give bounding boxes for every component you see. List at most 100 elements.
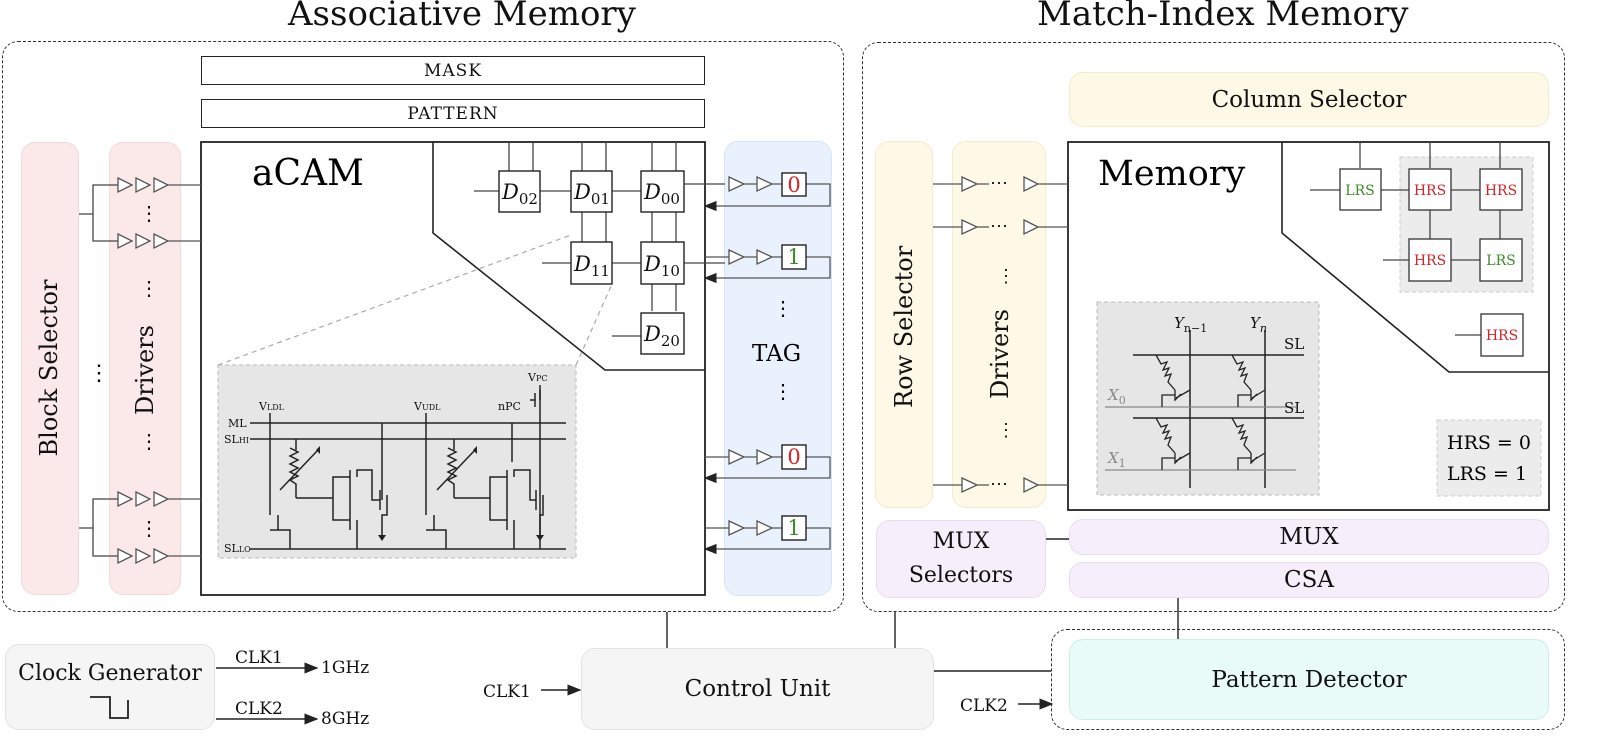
svg-text:⋯: ⋯ [990,216,1008,237]
clock-generator-label: Clock Generator [18,661,202,686]
svg-text:⋮: ⋮ [139,429,159,453]
y2-label: Yn [1250,314,1267,335]
cell-d11 [570,241,613,285]
memory-cell-5: LRS [1486,253,1515,269]
cell-d11-label: D11 [573,252,610,280]
clk1-label: CLK1 [235,648,283,668]
memory-cell-4: HRS [1414,253,1446,269]
driver-row-2 [117,232,201,250]
crossbar-x-lines [1105,406,1296,471]
svg-text:⋮: ⋮ [997,266,1015,287]
sl-label-1: SL [1284,335,1304,353]
tag-rows [705,175,831,549]
match-index-memory-title: Match-Index Memory [1037,0,1409,34]
associative-memory-block [2,41,844,612]
svg-text:⋮: ⋮ [139,516,159,540]
clk2-label: CLK2 [235,699,283,719]
cell-d20-label: D20 [643,322,680,350]
vpc-label: VPC [527,371,547,384]
acam-circuit [250,385,566,550]
driver-row-4 [117,547,201,565]
cell-d02 [498,170,541,213]
tag-row-1 [705,175,831,206]
driver-row-1 [117,176,201,194]
tag-label: TAG [752,341,801,367]
circuit-ground-arrows [316,446,544,541]
driver-dots: ⋮ ⋮ ⋮ ⋮ [139,201,159,540]
column-selector: Column Selector [1069,72,1549,127]
mim-driver-row-2 [933,218,1068,236]
acam-drivers [109,142,181,595]
tag-bit-4: 1 [787,516,800,540]
crossbar-devices [1155,354,1266,470]
control-unit: Control Unit [581,648,934,730]
circuit-labels: VLDL VUDL VPC nPC ML SLHI SLLO [224,371,547,555]
pattern-detector-label: Pattern Detector [1211,666,1407,693]
mux-selectors-line1: MUX [932,529,990,554]
mux-selectors-line2: Selectors [908,563,1014,588]
acam-title: aCAM [252,153,364,194]
acam-cells [498,170,685,355]
memory-zoom-cut [1281,142,1549,373]
svg-text:⋮: ⋮ [139,276,159,300]
cell-d10 [640,241,685,285]
mux-selectors: MUX Selectors [876,520,1046,598]
match-index-memory-block [862,42,1565,612]
x1-label: X1 [1107,449,1126,470]
tag-bit-boxes [781,172,807,541]
mim-drivers [952,141,1046,508]
column-selector-label: Column Selector [1211,86,1407,113]
associative-memory-title: Associative Memory [288,0,636,34]
svg-text:⋮: ⋮ [139,201,159,225]
mim-driver-row-1 [933,175,1068,193]
clk2-input-label: CLK2 [960,696,1008,716]
cell-d10-label: D10 [643,252,680,280]
interconnects [666,538,1179,672]
tag-bits: 0 1 0 1 [787,173,800,540]
control-unit-label: Control Unit [684,676,831,702]
memory-cell-2: HRS [1414,183,1446,199]
mask-register: MASK [201,56,705,85]
cell-d00 [640,170,685,213]
acam-circuit-inset [217,364,577,559]
tag-column [724,141,832,596]
clk1-input-label: CLK1 [483,682,531,702]
memory-cells [1339,168,1524,357]
pattern-detector-block [1051,629,1565,730]
tag-row-2 [705,248,831,278]
csa-label: CSA [1284,567,1334,593]
slhi-label: SLHI [224,433,249,446]
mim-driver-row-3 [933,476,1068,494]
acam-driver-rows [117,176,201,565]
acam-cell-labels: D02 D01 D00 D11 D10 D20 [501,180,680,350]
legend-hrs: HRS = 0 [1447,432,1531,454]
clock-labels: CLK1 CLK2 1GHz 8GHz CLK1 CLK2 [235,648,1008,729]
driver-row-3 [117,490,201,508]
mim-driver-dots: ⋯ ⋯ ⋯ ⋮ ⋮ [990,173,1015,495]
csa: CSA [1069,562,1549,598]
crossbar-inset [1096,301,1320,496]
memory-cell-labels: LRS HRS HRS HRS LRS HRS [1345,183,1518,344]
x0-label: X0 [1107,386,1126,407]
memory-cell-3: HRS [1485,183,1517,199]
svg-text:⋮: ⋮ [997,420,1015,441]
acam-cell-wiring [474,142,725,337]
memory-title: Memory [1098,154,1246,194]
tag-bit-1: 0 [787,173,800,197]
cell-d01 [570,170,613,213]
memory-cell-wiring [1310,142,1501,336]
pattern-detector: Pattern Detector [1069,639,1549,720]
row-selector [875,141,933,508]
tag-dots-bottom: ⋮ [773,379,793,403]
memory-legend [1436,419,1542,497]
block-selector [21,142,79,595]
cell-d02-label: D02 [501,180,538,208]
svg-text:⋯: ⋯ [990,474,1008,495]
tag-bit-2: 1 [787,245,800,269]
clock-generator: Clock Generator [5,644,215,730]
mux-label: MUX [1279,524,1339,550]
vldl-label: VLDL [258,400,285,413]
sllo-label: SLLO [224,542,251,555]
